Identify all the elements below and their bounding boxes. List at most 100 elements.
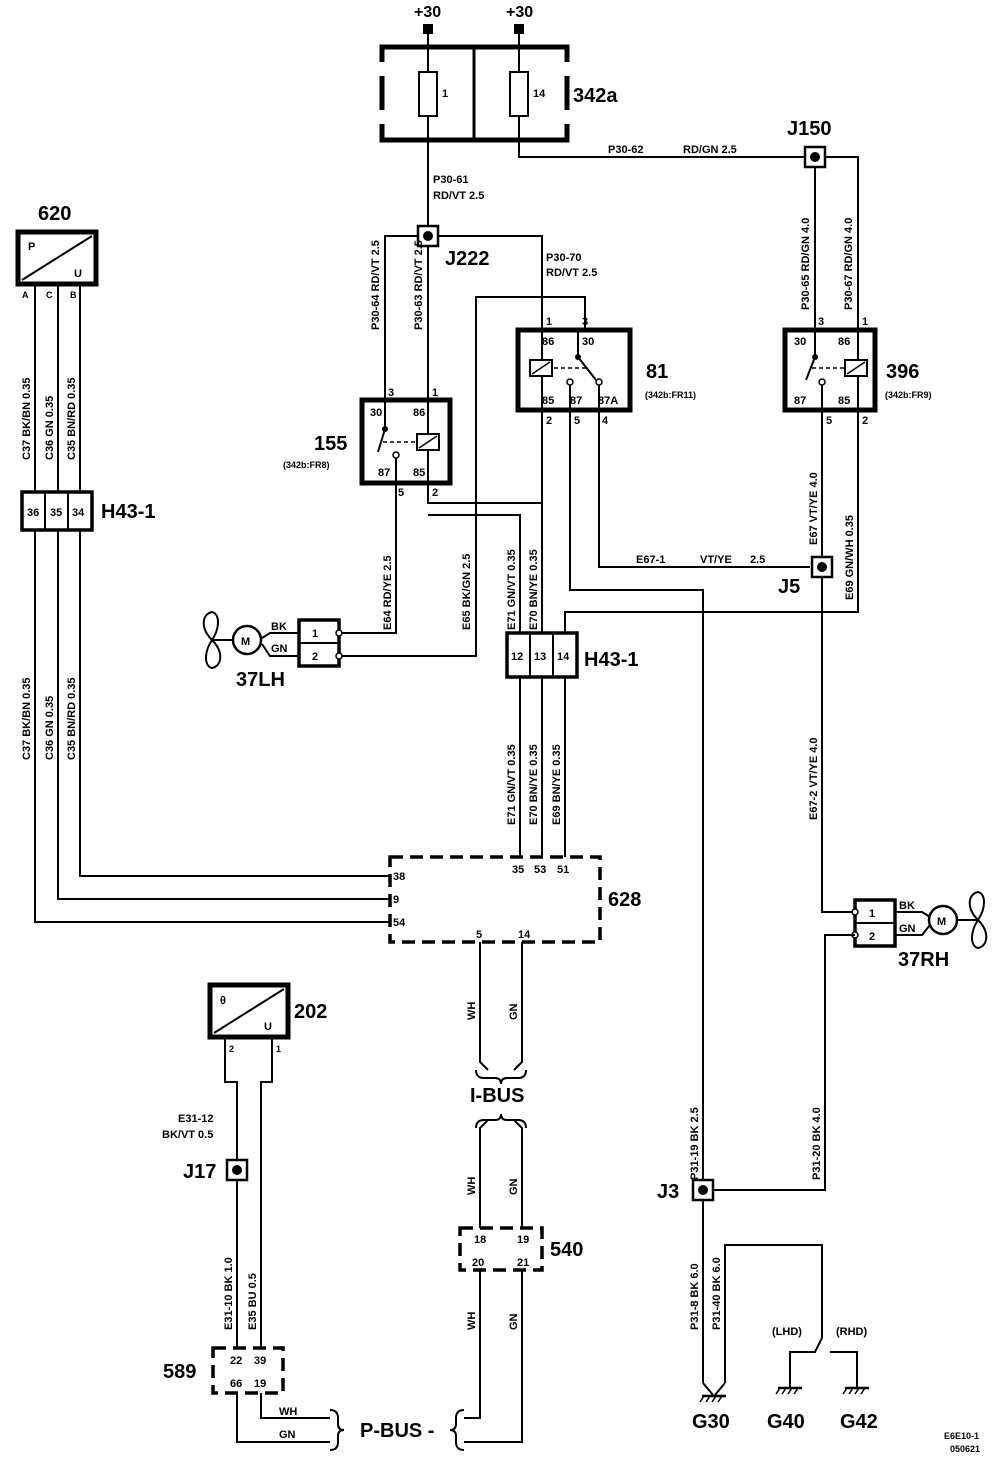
bus-pbus-label: P-BUS - xyxy=(360,1420,434,1442)
relay-155-pin-30: 30 xyxy=(370,407,382,419)
component-589-pin-39: 39 xyxy=(254,1355,266,1367)
relay-81-pin-1: 1 xyxy=(546,316,552,328)
fuse-1-label: 1 xyxy=(442,88,448,100)
wire-c36-bottom: C36 GN 0.35 xyxy=(44,696,56,760)
relay-81-pin-85: 85 xyxy=(542,395,554,407)
wire-e71: E71 GN/VT 0.35 xyxy=(506,744,518,825)
supply-label-1: +30 xyxy=(414,4,441,21)
relay-81-pin-4: 4 xyxy=(602,415,609,427)
motor-37lh-id: 37LH xyxy=(236,669,285,691)
h43-top-pin-35: 35 xyxy=(50,507,62,519)
connector-h43-1-top: 36 35 34 H43-1 xyxy=(20,490,155,532)
component-620-id: 620 xyxy=(38,203,71,225)
wire-c37-top: C37 BK/BN 0.35 xyxy=(21,377,33,460)
relay-396-pin-87: 87 xyxy=(794,395,806,407)
junction-j222-label: J222 xyxy=(445,248,490,270)
component-589: 22 39 66 19 589 xyxy=(163,1346,285,1395)
motor-37rh-pin-2: 2 xyxy=(869,931,875,943)
junction-j150: J150 xyxy=(787,118,832,169)
wire-e64: E64 RD/YE 2.5 xyxy=(382,555,394,630)
component-589-id: 589 xyxy=(163,1361,196,1383)
relay-396-pin-85: 85 xyxy=(838,395,850,407)
pbus-right-bracket xyxy=(449,1409,465,1451)
fuse-14 xyxy=(509,71,529,117)
motor-37lh-gn: GN xyxy=(271,643,288,655)
wire-e69-gnwh: E69 GN/WH 0.35 xyxy=(844,515,856,600)
relay-155-id: 155 xyxy=(314,433,347,455)
junction-j3: J3 xyxy=(657,1178,715,1203)
wire-c35-bottom: C35 BN/RD 0.35 xyxy=(66,677,78,760)
wire-wh-589: WH xyxy=(279,1406,297,1418)
relay-155-pin-1: 1 xyxy=(432,387,438,399)
wire-p30-65: P30-65 RD/GN 4.0 xyxy=(800,218,812,310)
component-202-id: 202 xyxy=(294,1001,327,1023)
ground-g42: G42 xyxy=(840,1383,878,1433)
relay-81-pin-30: 30 xyxy=(582,336,594,348)
ground-g40: G40 xyxy=(767,1383,805,1433)
wire-e71-top: E71 GN/VT 0.35 xyxy=(506,549,518,630)
motor-37rh-gn: GN xyxy=(899,923,916,935)
motor-37rh: 1 2 BK GN M 37RH xyxy=(851,890,988,971)
relay-396-ref: (342b:FR9) xyxy=(885,390,932,400)
component-540: 18 19 20 21 540 xyxy=(458,1226,583,1272)
wire-p30-70-id: P30-70 xyxy=(546,252,581,264)
motor-37rh-pin-1: 1 xyxy=(869,908,875,920)
fusebox-id: 342a xyxy=(573,85,618,107)
relay-155-pin-2: 2 xyxy=(432,487,438,499)
relay-155-pin-86: 86 xyxy=(413,407,425,419)
footer-code: E6E10-1 xyxy=(944,1431,979,1441)
relay-81-id: 81 xyxy=(646,361,668,383)
fan-37lh-icon xyxy=(202,610,219,642)
component-589-pin-66: 66 xyxy=(230,1378,242,1390)
component-620-u: U xyxy=(74,268,82,280)
ibus-top-bracket xyxy=(475,1069,527,1085)
junction-j3-label: J3 xyxy=(657,1181,679,1203)
component-540-pin-21: 21 xyxy=(517,1257,529,1269)
relay-396: 3 1 30 86 87 85 396 (342b:FR9) 5 2 xyxy=(782,316,932,427)
wire-e70-top: E70 BN/YE 0.35 xyxy=(528,549,540,630)
wire-e35: E35 BU 0.5 xyxy=(247,1273,259,1330)
component-202-u: U xyxy=(264,1021,272,1033)
wire-e31-12-id: E31-12 xyxy=(178,1113,213,1125)
pbus-left-bracket xyxy=(329,1409,345,1451)
relay-155-pin-87: 87 xyxy=(378,467,390,479)
component-628-pin-9: 9 xyxy=(393,894,399,906)
wire-p30-62-id: P30-62 xyxy=(608,144,643,156)
footer-date: 050621 xyxy=(950,1444,980,1454)
wire-e70: E70 BN/YE 0.35 xyxy=(528,744,540,825)
ground-g40-label: G40 xyxy=(767,1411,805,1433)
h43-mid-pin-12: 12 xyxy=(511,651,523,663)
relay-155-pin-3: 3 xyxy=(388,387,394,399)
component-628-pin-14: 14 xyxy=(518,929,531,941)
supply-label-2: +30 xyxy=(506,4,533,21)
wire-e67-1-color: VT/YE xyxy=(700,554,732,566)
relay-396-pin-3: 3 xyxy=(818,316,824,328)
component-628-pin-38: 38 xyxy=(393,871,405,883)
wire-e67-1-id: E67-1 xyxy=(636,554,665,566)
relay-81-pin-2: 2 xyxy=(546,415,552,427)
component-628-pin-35: 35 xyxy=(512,864,524,876)
relay-396-id: 396 xyxy=(886,361,919,383)
component-540-id: 540 xyxy=(550,1239,583,1261)
wire-p31-19: P31-19 BK 2.5 xyxy=(689,1107,701,1180)
h43-mid-pin-13: 13 xyxy=(534,651,546,663)
relay-396-pin-5: 5 xyxy=(826,415,832,427)
wire-p31-20: P31-20 BK 4.0 xyxy=(811,1107,823,1180)
wire-c35-top: C35 BN/RD 0.35 xyxy=(66,377,78,460)
wire-e67-1-size: 2.5 xyxy=(750,554,765,566)
relay-81-pin-3: 3 xyxy=(582,316,588,328)
wire-p30-62-spec: RD/GN 2.5 xyxy=(683,144,737,156)
motor-37lh-pin-2: 2 xyxy=(312,651,318,663)
wire-p30-61-id: P30-61 xyxy=(433,174,468,186)
wire-gn-589: GN xyxy=(279,1429,296,1441)
h43-mid-id: H43-1 xyxy=(584,649,638,671)
relay-81-pin-5: 5 xyxy=(574,415,580,427)
component-628-pin-53: 53 xyxy=(534,864,546,876)
junction-j17-label: J17 xyxy=(183,1161,216,1183)
wire-gn-pbus: GN xyxy=(508,1313,520,1330)
wire-e69: E69 BN/YE 0.35 xyxy=(551,744,563,825)
component-589-pin-22: 22 xyxy=(230,1355,242,1367)
junction-j17: J17 xyxy=(183,1158,249,1183)
ground-g30-label: G30 xyxy=(692,1411,730,1433)
